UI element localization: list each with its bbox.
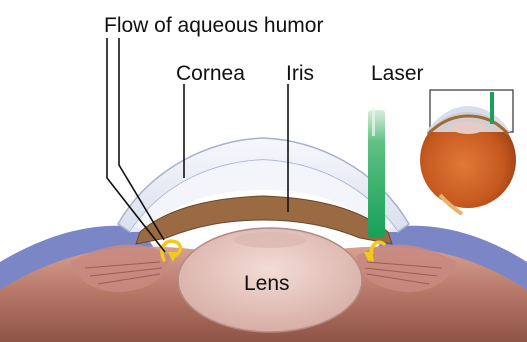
flow-label: Flow of aqueous humor (104, 14, 323, 37)
iris-label: Iris (286, 62, 314, 85)
lens-top (234, 232, 306, 248)
cornea-label: Cornea (176, 62, 245, 85)
eyeball-inset (420, 90, 516, 214)
lens-label: Lens (244, 272, 290, 295)
laser-beam (368, 108, 385, 238)
laser-label: Laser (371, 62, 424, 85)
